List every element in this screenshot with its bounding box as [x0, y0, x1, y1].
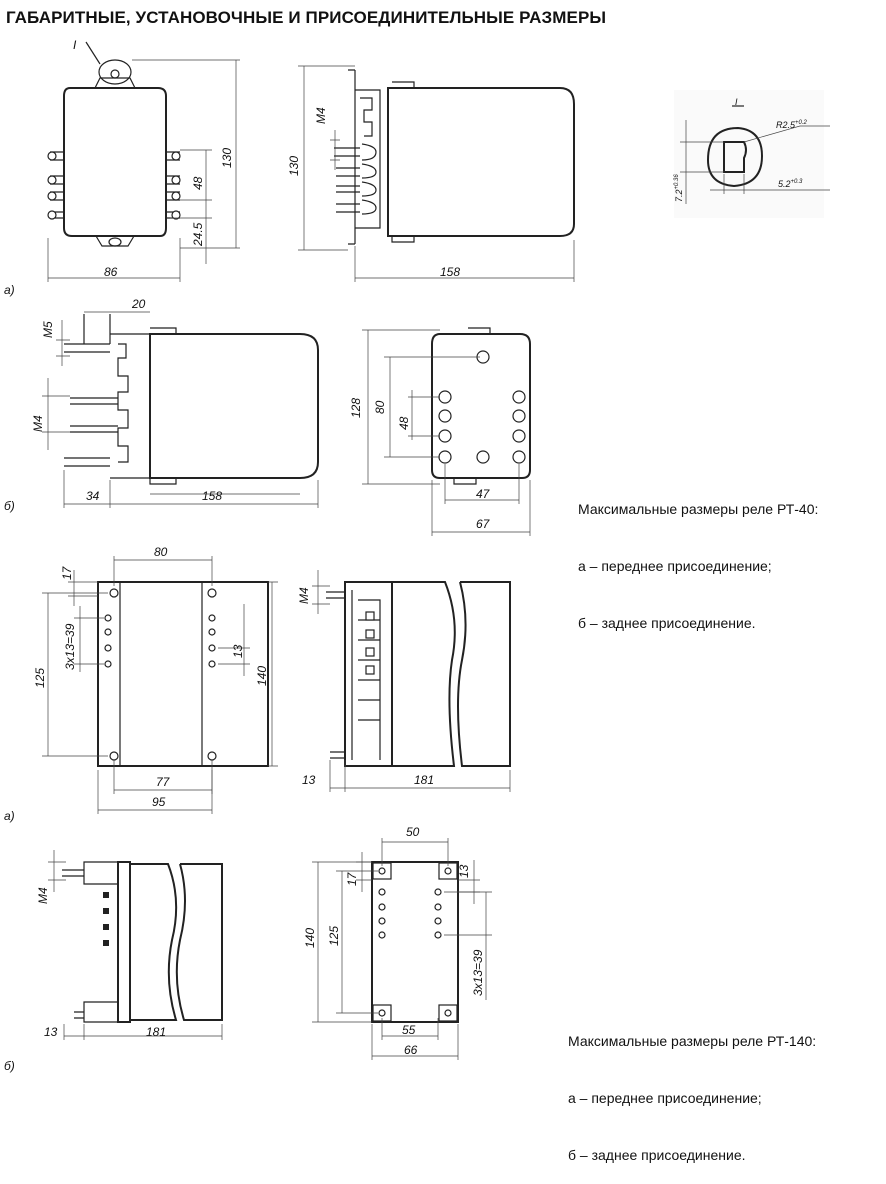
rt140-a-bottom-77: 77: [156, 775, 171, 789]
rt40-a-detail-mark: I: [73, 38, 77, 52]
rt40-a-offset-label: 24.5: [191, 222, 205, 247]
rt40-detail-view: [674, 90, 830, 218]
rt40-b-stud-length: 20: [131, 297, 146, 311]
rt140-a-side-view: [312, 570, 511, 792]
rt140-note-line2: а – переднее присоединение;: [568, 1090, 762, 1106]
rt40-a-front-view: [47, 41, 240, 282]
rt140-note: Максимальные размеры реле РТ-140: а – пе…: [568, 994, 816, 1184]
rt140-b-side-view: [48, 850, 223, 1040]
rt40-note-line1: Максимальные размеры реле РТ-40:: [578, 501, 819, 517]
rt140-b-pitch: 3x13=39: [471, 949, 485, 996]
rt140-note-line3: б – заднее присоединение.: [568, 1147, 746, 1163]
rt40-b-rear: 34: [86, 489, 100, 503]
rt40-detail-radius: R2.5+0.2: [776, 120, 808, 130]
rt40-note-line2: а – переднее присоединение;: [578, 558, 772, 574]
rt140-b-depth: 181: [146, 1025, 166, 1039]
rt40-note-line3: б – заднее присоединение.: [578, 615, 756, 631]
rt40-a-side-height-label: 130: [287, 156, 301, 176]
rt140-a-step-13: 13: [231, 644, 245, 658]
rt40-b-side-view: [42, 311, 319, 508]
rt140-a-bottom-95: 95: [152, 795, 166, 809]
rt40-b-width-47: 47: [476, 487, 491, 501]
rt40-a-thread-label: М4: [314, 107, 328, 124]
rt140-a-pitch: 3x13=39: [63, 623, 77, 670]
rt40-detail-slot-height: 7.2+0.36: [674, 174, 684, 202]
rt40-b-depth: 158: [202, 489, 222, 503]
rt40-a-width-label: 86: [104, 265, 118, 279]
rt140-a-depth: 181: [414, 773, 434, 787]
rt140-b-offset-17: 17: [345, 871, 359, 886]
rt140-a-height-125: 125: [33, 668, 47, 688]
rt140-b-stud: 13: [44, 1025, 58, 1039]
rt140-a-top-width: 80: [154, 545, 168, 559]
rt40-variant-b-label: б): [4, 499, 15, 513]
rt140-b-height-125: 125: [327, 926, 341, 946]
rt40-b-pitch-48: 48: [397, 416, 411, 430]
rt40-a-depth-label: 158: [440, 265, 460, 279]
drawing-sheet: I 86 130 48 24.5 130 М4 158 а) I R2.5+0.…: [4, 38, 830, 1073]
rt40-a-side-view: [298, 65, 575, 282]
rt40-b-thread-top: М5: [41, 321, 55, 338]
rt140-b-bottom-55: 55: [402, 1023, 416, 1037]
rt140-a-top-offset: 17: [60, 565, 74, 580]
rt140-a-thread: М4: [297, 587, 311, 604]
page-title: ГАБАРИТНЫЕ, УСТАНОВОЧНЫЕ И ПРИСОЕДИНИТЕЛ…: [6, 8, 607, 27]
rt140-a-stud: 13: [302, 773, 316, 787]
rt140-b-thread: М4: [36, 887, 50, 904]
rt40-note: Максимальные размеры реле РТ-40: а – пер…: [578, 462, 818, 652]
rt40-a-height-label: 130: [220, 148, 234, 168]
rt140-b-bottom-66: 66: [404, 1043, 418, 1057]
rt40-detail-slot-width: 5.2+0.3: [778, 179, 803, 189]
rt140-variant-a-label: а): [4, 809, 15, 823]
rt40-b-thread: М4: [31, 415, 45, 432]
rt140-b-step-13: 13: [457, 864, 471, 878]
rt40-b-width-67: 67: [476, 517, 491, 531]
rt40-b-height: 128: [349, 398, 363, 418]
rt40-a-pitch-label: 48: [191, 176, 205, 190]
rt40-detail-mark: I: [735, 97, 738, 107]
rt40-b-rear-view: [362, 327, 531, 536]
rt40-variant-a-label: а): [4, 283, 15, 297]
rt140-a-height-140: 140: [255, 666, 269, 686]
rt140-b-height-140: 140: [303, 928, 317, 948]
rt40-b-pitch-80: 80: [373, 400, 387, 414]
rt140-variant-b-label: б): [4, 1059, 15, 1073]
rt140-note-line1: Максимальные размеры реле РТ-140:: [568, 1033, 817, 1049]
rt140-b-rear-view: [312, 838, 492, 1060]
rt140-b-top-width: 50: [406, 825, 420, 839]
rt140-a-front-view: [42, 556, 278, 814]
